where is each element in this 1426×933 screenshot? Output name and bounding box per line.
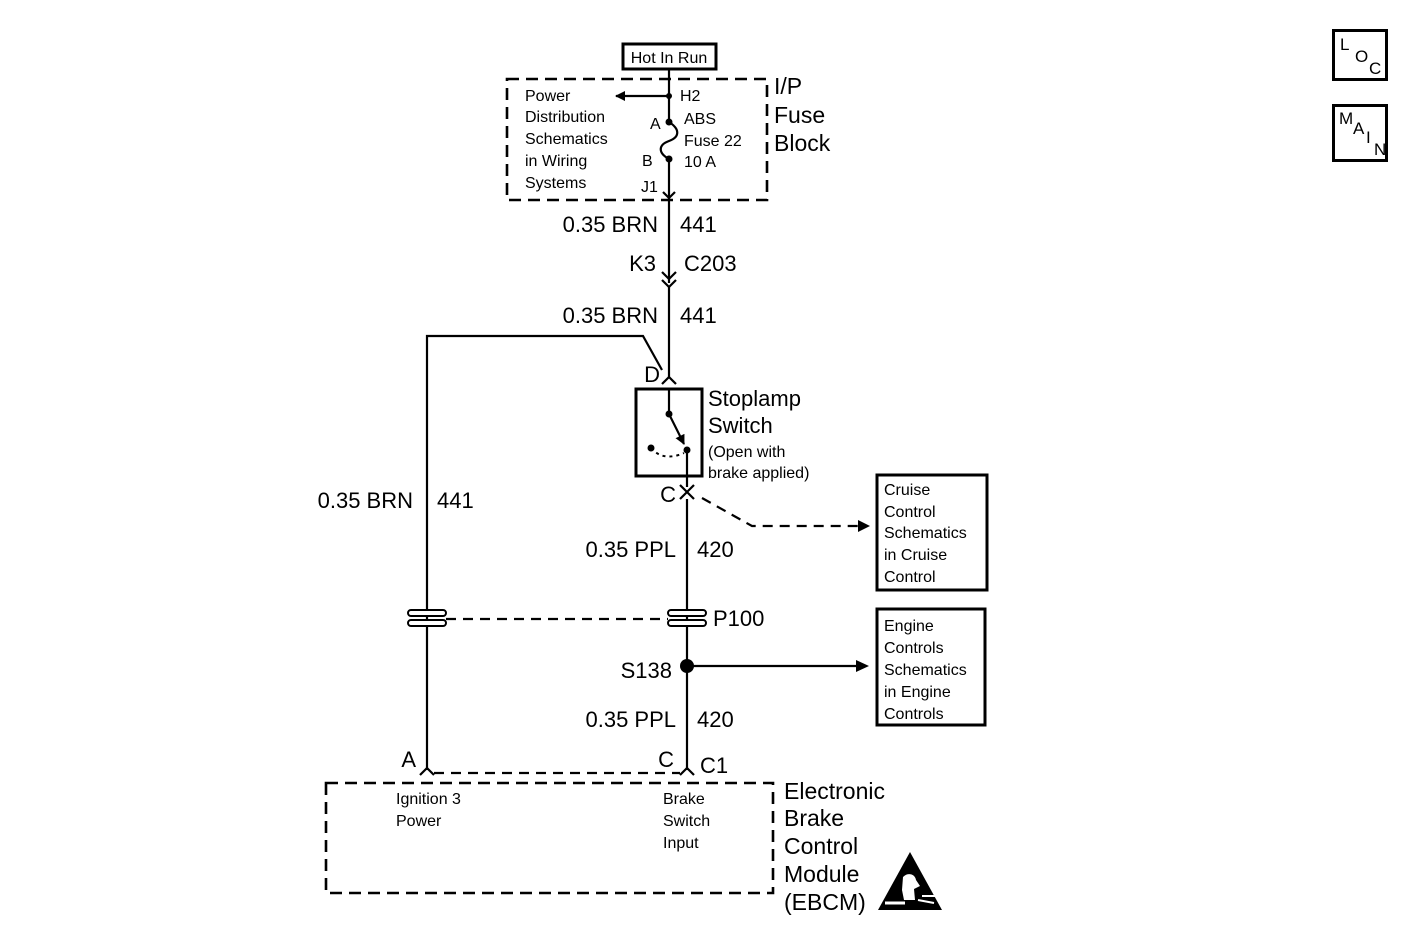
wire-441-mid-color: 0.35 BRN <box>563 303 658 328</box>
cruise-link-line <box>701 497 858 528</box>
svg-text:in Engine: in Engine <box>884 684 951 701</box>
ebcm-outline <box>324 781 775 895</box>
cruise-control-text: Cruise Control Schematics in Cruise Cont… <box>884 482 967 586</box>
stoplamp-pin-c <box>679 484 695 500</box>
loc-letter-c: C <box>1369 59 1382 78</box>
svg-text:Schematics: Schematics <box>884 662 967 679</box>
ebcm-title: Electronic Brake Control Module (EBCM) <box>784 778 885 915</box>
svg-text:in Cruise: in Cruise <box>884 547 947 564</box>
fuse-pin-b-label: B <box>642 153 653 170</box>
wire-441-branch-color: 0.35 BRN <box>318 488 413 513</box>
stoplamp-pin-d-label: D <box>644 362 660 387</box>
svg-text:brake applied): brake applied) <box>708 465 809 482</box>
loc-letter-l: L <box>1340 35 1350 54</box>
ebcm-pin-a-label: A <box>401 747 416 772</box>
svg-text:Control: Control <box>784 833 858 859</box>
svg-text:Brake: Brake <box>663 791 705 808</box>
svg-text:(Open with: (Open with <box>708 444 785 461</box>
wire-441-upper-circuit: 441 <box>680 212 717 237</box>
loc-letter-o: O <box>1355 47 1369 66</box>
p100-label: P100 <box>713 606 764 631</box>
wire-420-upper-circuit: 420 <box>697 537 734 562</box>
k3-label: K3 <box>629 251 656 276</box>
svg-text:Switch: Switch <box>663 813 710 830</box>
power-distribution-note: Power Distribution Schematics in Wiring … <box>525 88 608 192</box>
svg-text:Systems: Systems <box>525 175 586 192</box>
ebcm-pin-c-description: Brake Switch Input <box>663 791 710 852</box>
fuse-block-title: I/P Fuse Block <box>774 73 831 156</box>
svg-text:Power: Power <box>525 88 571 105</box>
main-letter-a: A <box>1353 119 1365 138</box>
fuse-symbol <box>659 121 679 160</box>
svg-text:Controls: Controls <box>884 640 944 657</box>
p100-grommet-right <box>667 609 707 627</box>
svg-text:Control: Control <box>884 569 936 586</box>
stoplamp-blade <box>668 413 685 445</box>
svg-text:Electronic: Electronic <box>784 778 885 804</box>
ebcm-pin-c <box>679 766 695 776</box>
c1-label: C1 <box>700 753 728 778</box>
svg-text:Controls: Controls <box>884 706 944 723</box>
engine-controls-box[interactable] <box>875 607 987 727</box>
wire-441-mid-circuit: 441 <box>680 303 717 328</box>
ebcm-pin-c-label: C <box>658 747 674 772</box>
c203-label: C203 <box>684 251 737 276</box>
stoplamp-pin-c-label: C <box>660 482 676 507</box>
engine-link-arrow <box>856 660 869 672</box>
svg-text:Engine: Engine <box>884 618 934 635</box>
svg-text:Distribution: Distribution <box>525 109 605 126</box>
j1-label: J1 <box>641 179 658 196</box>
svg-text:Ignition 3: Ignition 3 <box>396 791 461 808</box>
main-letter-i: I <box>1366 128 1371 147</box>
svg-text:Schematics: Schematics <box>525 131 608 148</box>
svg-text:Fuse: Fuse <box>774 102 825 128</box>
svg-text:ABS: ABS <box>684 111 716 128</box>
cruise-control-box[interactable] <box>875 473 989 592</box>
svg-text:Power: Power <box>396 813 442 830</box>
stoplamp-pin-d <box>661 375 677 385</box>
stoplamp-note: (Open with brake applied) <box>708 444 809 482</box>
wire-420-lower-circuit: 420 <box>697 707 734 732</box>
hot-in-run-box: Hot In Run <box>621 42 718 71</box>
wire-441-upper-color: 0.35 BRN <box>563 212 658 237</box>
svg-text:Input: Input <box>663 835 699 852</box>
svg-text:10 A: 10 A <box>684 154 716 171</box>
wire-441-branch <box>425 334 663 770</box>
loc-button[interactable]: L O C <box>1332 29 1388 81</box>
wire-420-lower-color: 0.35 PPL <box>585 707 676 732</box>
p100-grommet-left <box>407 609 447 627</box>
ebcm-pin-a <box>419 766 435 776</box>
hot-in-run-label: Hot In Run <box>631 50 707 67</box>
svg-text:I/P: I/P <box>774 73 802 99</box>
svg-text:Stoplamp: Stoplamp <box>708 386 801 411</box>
svg-text:Fuse 22: Fuse 22 <box>684 133 742 150</box>
svg-text:in Wiring: in Wiring <box>525 153 587 170</box>
svg-text:Module: Module <box>784 861 859 887</box>
cruise-link-arrow <box>858 520 870 532</box>
svg-text:Brake: Brake <box>784 805 844 831</box>
esd-warning-icon <box>878 852 942 910</box>
stoplamp-title: Stoplamp Switch <box>708 386 801 438</box>
main-letter-m: M <box>1339 109 1354 128</box>
wire-441-branch-circuit: 441 <box>437 488 474 513</box>
main-letter-n: N <box>1374 140 1387 159</box>
h2-label: H2 <box>680 88 701 105</box>
svg-text:Control: Control <box>884 504 936 521</box>
wire-420-upper-color: 0.35 PPL <box>585 537 676 562</box>
svg-text:(EBCM): (EBCM) <box>784 889 866 915</box>
main-button[interactable]: M A I N <box>1332 104 1388 162</box>
stoplamp-linkage <box>650 447 685 458</box>
fuse-pin-a-label: A <box>650 116 661 133</box>
svg-text:Switch: Switch <box>708 413 773 438</box>
ebcm-pin-a-description: Ignition 3 Power <box>396 791 461 830</box>
svg-text:Schematics: Schematics <box>884 525 967 542</box>
engine-controls-text: Engine Controls Schematics in Engine Con… <box>884 618 967 723</box>
h2-junction <box>666 93 672 99</box>
svg-text:Block: Block <box>774 130 831 156</box>
svg-text:Cruise: Cruise <box>884 482 930 499</box>
fuse-rating: ABS Fuse 22 10 A <box>684 111 742 171</box>
s138-label: S138 <box>621 658 672 683</box>
